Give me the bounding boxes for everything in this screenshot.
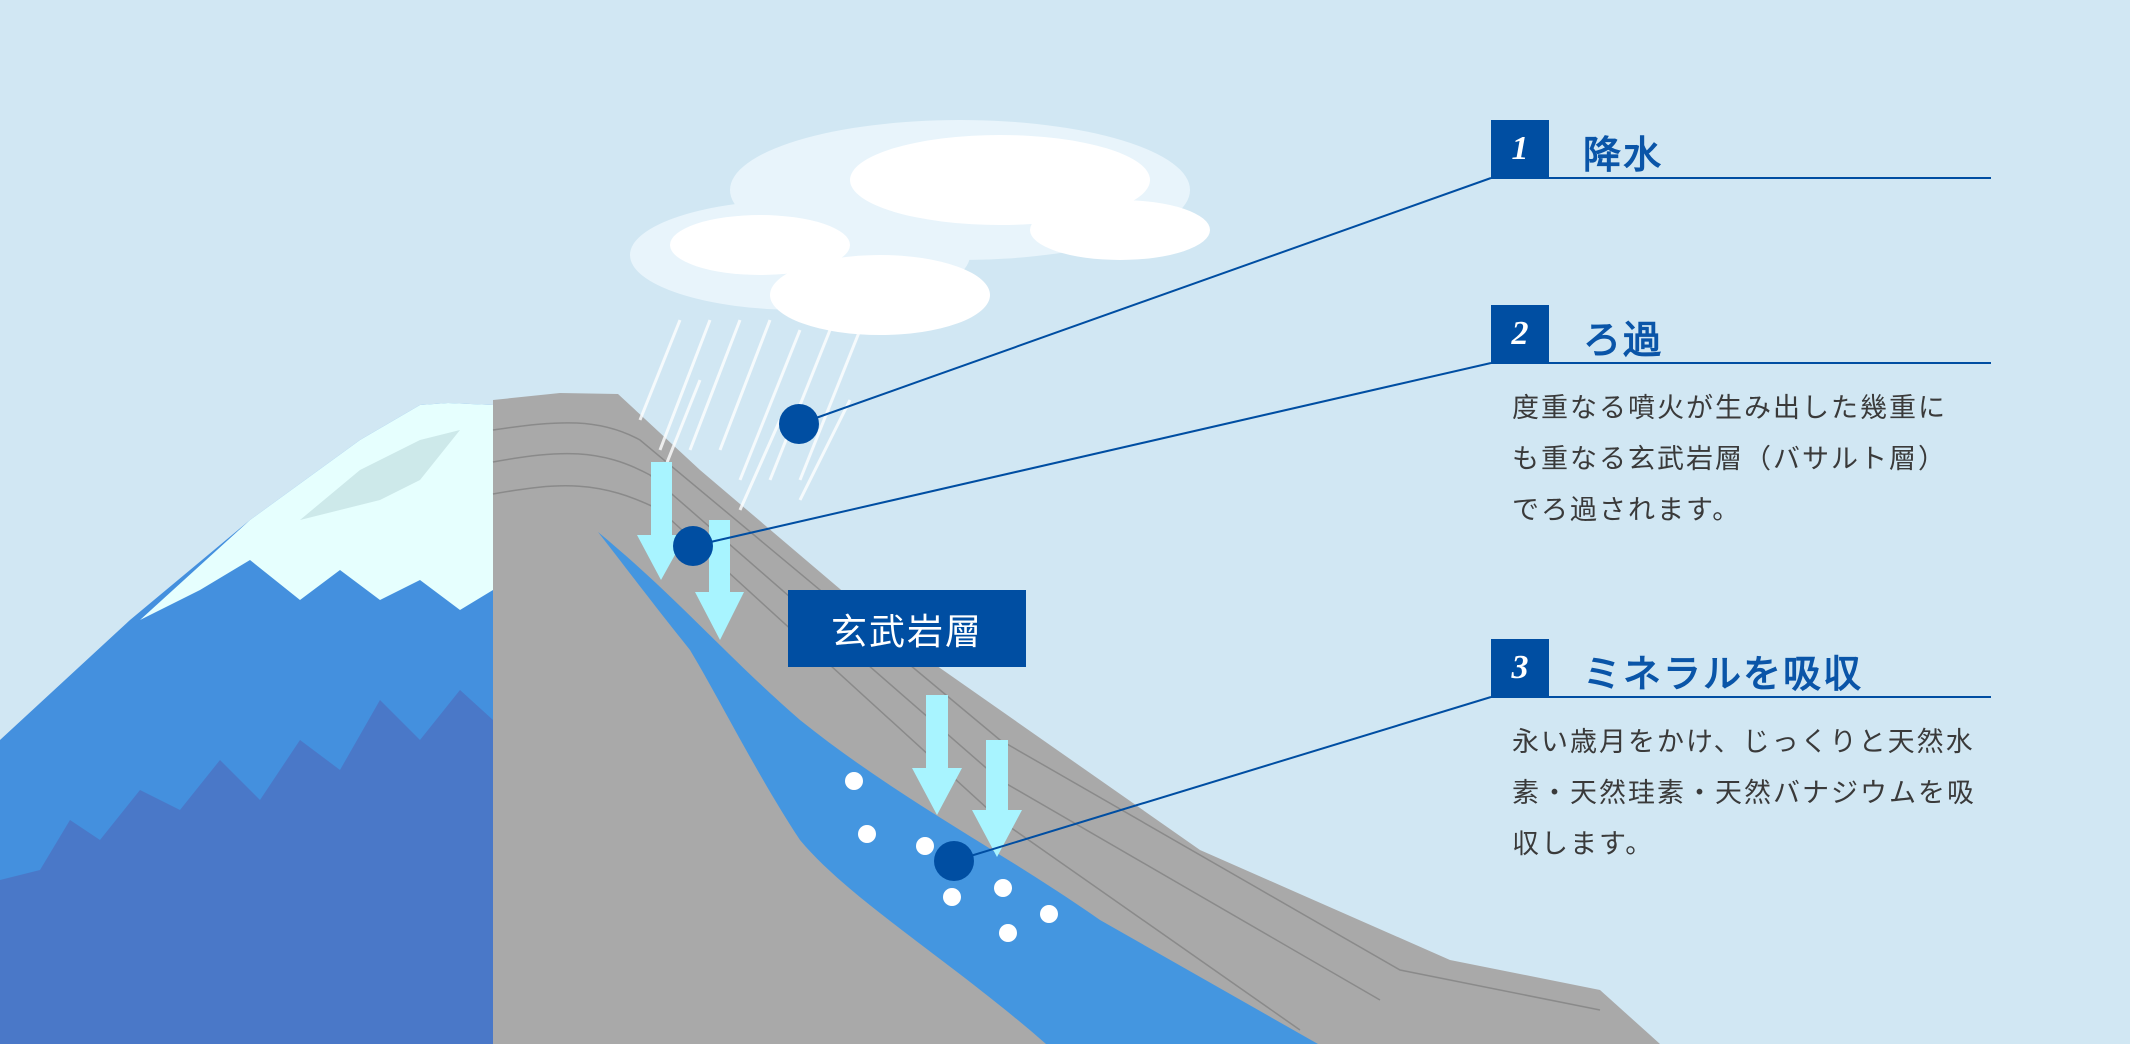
- step-title: 降水: [1583, 132, 1664, 177]
- description-line: 度重なる噴火が生み出した幾重に: [1512, 393, 1947, 424]
- down-arrow-icon: [912, 695, 962, 815]
- step-title: ミネラルを吸収: [1583, 651, 1864, 696]
- divider: [1491, 177, 1991, 179]
- description-line: 収します。: [1512, 829, 1655, 860]
- step-number: 3: [1491, 639, 1549, 697]
- description-line: 素・天然珪素・天然バナジウムを吸: [1512, 778, 1976, 809]
- down-arrow-icon: [972, 740, 1022, 857]
- divider: [1491, 362, 1991, 364]
- step-title: ろ過: [1583, 317, 1664, 362]
- step-description: 度重なる噴火が生み出した幾重に も重なる玄武岩層（バサルト層） でろ過されます。: [1512, 383, 1982, 536]
- description-line: も重なる玄武岩層（バサルト層）: [1512, 444, 1947, 475]
- divider: [1491, 696, 1991, 698]
- mineral-particles: [845, 772, 1058, 942]
- rock-layer: [493, 393, 1660, 1044]
- step-number: 1: [1491, 120, 1549, 178]
- description-line: 永い歳月をかけ、じっくりと天然水: [1512, 727, 1975, 758]
- mountain-exterior: [0, 403, 493, 1044]
- basalt-layer-label: 玄武岩層: [788, 590, 1026, 667]
- water-layer: [598, 532, 1318, 1044]
- down-arrow-icon: [695, 520, 744, 640]
- water-flow-arrows: [637, 462, 1022, 857]
- leader-lines: [692, 177, 1492, 862]
- step-number: 2: [1491, 305, 1549, 363]
- callout-dots: [673, 404, 974, 881]
- cloud-icon: [630, 120, 1210, 335]
- step-description: 永い歳月をかけ、じっくりと天然水 素・天然珪素・天然バナジウムを吸 収します。: [1512, 717, 1982, 870]
- description-line: でろ過されます。: [1512, 495, 1742, 526]
